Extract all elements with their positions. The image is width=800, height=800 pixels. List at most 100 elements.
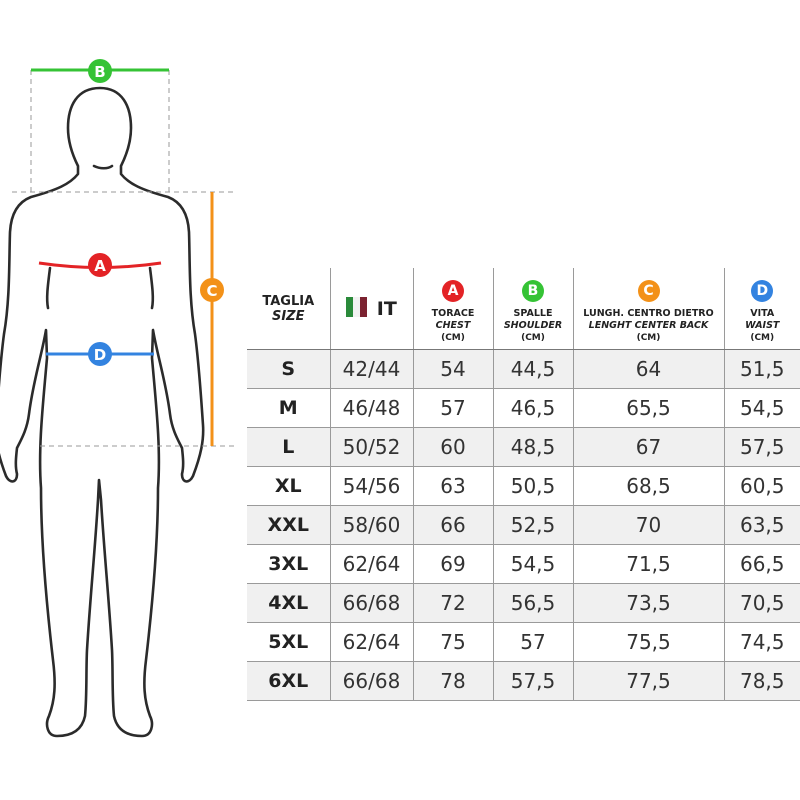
shoulder-cell: 54,5 xyxy=(493,544,574,584)
chest-badge: A xyxy=(442,280,464,302)
badge-b-label: B xyxy=(94,63,105,81)
shoulder-header-english: SHOULDER xyxy=(503,320,563,331)
shoulder-badge: B xyxy=(522,280,544,302)
chest-measure: A xyxy=(38,253,162,277)
waist-column-header: D VITA WAIST (CM) xyxy=(724,268,800,350)
chest-header-unit: (CM) xyxy=(441,333,465,343)
badge-b-circle xyxy=(88,59,112,83)
length-cell: 65,5 xyxy=(573,388,725,428)
shoulder-header-italian: SPALLE xyxy=(513,308,553,319)
shoulder-cell: 57,5 xyxy=(493,661,574,701)
size-cell: M xyxy=(247,388,331,428)
length-cell: 67 xyxy=(573,427,725,467)
it-cell: 54/56 xyxy=(330,466,414,506)
length-header-english: LENGHT CENTER BACK xyxy=(588,320,709,331)
chest-cell: 57 xyxy=(413,388,494,428)
waist-badge: D xyxy=(751,280,774,302)
size-cell: XL xyxy=(247,466,331,506)
shoulder-cell: 57 xyxy=(493,622,574,662)
length-cell: 64 xyxy=(573,349,725,389)
badge-a-circle xyxy=(88,253,112,277)
shoulder-column-header: B SPALLE SHOULDER (CM) xyxy=(493,268,574,350)
size-chart-table: TAGLIA SIZE IT A TORACE CHEST (CM) B SPA… xyxy=(247,268,800,701)
size-header-english: SIZE xyxy=(271,308,305,324)
waist-measure: D xyxy=(46,342,154,366)
waist-cell: 54,5 xyxy=(724,388,800,428)
shoulder-measure: B xyxy=(30,59,170,192)
badge-c-circle xyxy=(200,278,224,302)
back-length-measure: C xyxy=(12,191,236,447)
size-chart-header: TAGLIA SIZE IT A TORACE CHEST (CM) B SPA… xyxy=(247,268,800,350)
length-cell: 71,5 xyxy=(573,544,725,584)
length-header-unit: (CM) xyxy=(636,333,661,343)
waist-cell: 74,5 xyxy=(724,622,800,662)
it-cell: 58/60 xyxy=(330,505,414,545)
size-cell: XXL xyxy=(247,505,331,545)
waist-cell: 57,5 xyxy=(724,427,800,467)
shoulder-cell: 56,5 xyxy=(493,583,574,623)
size-header-italian: TAGLIA xyxy=(262,293,315,309)
badge-a-label: A xyxy=(94,257,106,275)
chest-column-header: A TORACE CHEST (CM) xyxy=(413,268,494,350)
shoulder-cell: 44,5 xyxy=(493,349,574,389)
badge-d-circle xyxy=(88,342,112,366)
waist-cell: 78,5 xyxy=(724,661,800,701)
size-cell: 4XL xyxy=(247,583,331,623)
it-cell: 42/44 xyxy=(330,349,414,389)
it-cell: 66/68 xyxy=(330,583,414,623)
length-column-header: C LUNGH. CENTRO DIETRO LENGHT CENTER BAC… xyxy=(573,268,725,350)
chest-cell: 60 xyxy=(413,427,494,467)
it-column-header: IT xyxy=(330,268,414,350)
size-column-header: TAGLIA SIZE xyxy=(247,268,331,350)
length-cell: 70 xyxy=(573,505,725,545)
length-cell: 73,5 xyxy=(573,583,725,623)
it-cell: 46/48 xyxy=(330,388,414,428)
body-silhouette xyxy=(0,86,205,738)
waist-cell: 70,5 xyxy=(724,583,800,623)
length-cell: 68,5 xyxy=(573,466,725,506)
shoulder-header-unit: (CM) xyxy=(521,333,545,343)
length-cell: 77,5 xyxy=(573,661,725,701)
chest-header-english: CHEST xyxy=(435,320,471,331)
chest-cell: 63 xyxy=(413,466,494,506)
waist-cell: 51,5 xyxy=(724,349,800,389)
chest-cell: 72 xyxy=(413,583,494,623)
waist-header-italian: VITA xyxy=(750,308,775,319)
chest-cell: 66 xyxy=(413,505,494,545)
waist-header-english: WAIST xyxy=(745,320,780,331)
it-cell: 62/64 xyxy=(330,622,414,662)
length-header-italian: LUNGH. CENTRO DIETRO xyxy=(583,308,714,319)
italy-flag-icon xyxy=(346,296,368,321)
waist-cell: 63,5 xyxy=(724,505,800,545)
body-outline-svg: B C A D xyxy=(0,59,236,738)
chest-cell: 69 xyxy=(413,544,494,584)
size-cell: S xyxy=(247,349,331,389)
it-cell: 66/68 xyxy=(330,661,414,701)
shoulder-cell: 52,5 xyxy=(493,505,574,545)
it-header-label: IT xyxy=(376,297,397,320)
length-cell: 75,5 xyxy=(573,622,725,662)
shoulder-cell: 46,5 xyxy=(493,388,574,428)
body-measurement-figure: B C A D xyxy=(0,0,260,800)
chest-cell: 75 xyxy=(413,622,494,662)
shoulder-cell: 50,5 xyxy=(493,466,574,506)
waist-cell: 66,5 xyxy=(724,544,800,584)
chest-cell: 78 xyxy=(413,661,494,701)
size-cell: 3XL xyxy=(247,544,331,584)
badge-d-label: D xyxy=(94,346,106,364)
it-cell: 62/64 xyxy=(330,544,414,584)
shoulder-cell: 48,5 xyxy=(493,427,574,467)
chest-header-italian: TORACE xyxy=(431,308,475,319)
waist-cell: 60,5 xyxy=(724,466,800,506)
size-cell: 6XL xyxy=(247,661,331,701)
